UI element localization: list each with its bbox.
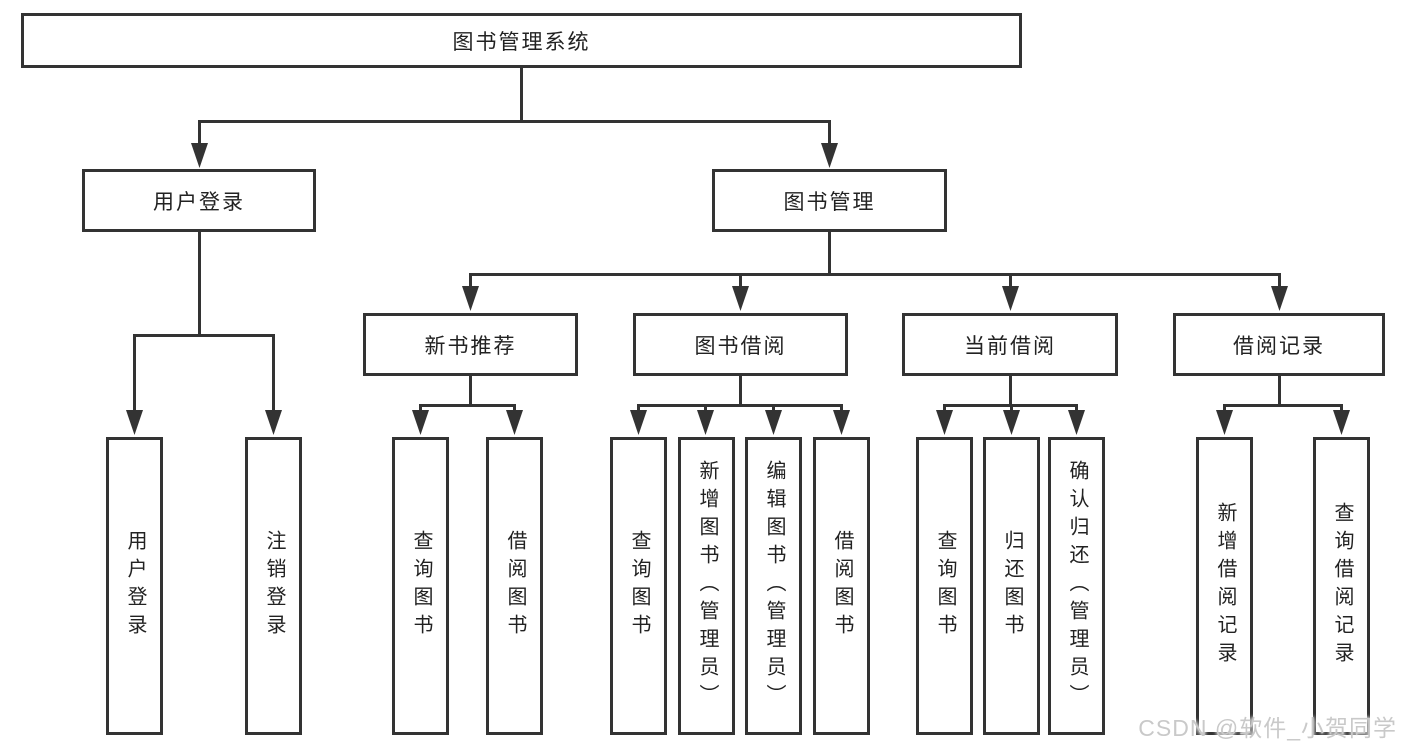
node-borrow-records: 借阅记录 xyxy=(1173,313,1385,376)
connector-root-to-level2 xyxy=(198,68,831,148)
node-root-label: 图书管理系统 xyxy=(452,30,591,54)
leaf-return-books: 归还图书 xyxy=(983,437,1040,735)
arrow-icon xyxy=(1068,410,1085,435)
arrow-icon xyxy=(630,410,647,435)
node-root: 图书管理系统 xyxy=(21,13,1022,68)
arrow-icon xyxy=(732,286,749,311)
arrow-icon xyxy=(462,286,479,311)
arrow-icon xyxy=(697,410,714,435)
arrow-icon xyxy=(1003,410,1020,435)
arrow-icon xyxy=(1216,410,1233,435)
leaf-confirm-return-admin: 确认归还（管理员） xyxy=(1048,437,1105,735)
node-current-borrow-label: 当前借阅 xyxy=(964,334,1056,358)
node-book-borrow-label: 图书借阅 xyxy=(694,334,787,358)
leaf-borrow-books-recommend: 借阅图书 xyxy=(486,437,543,735)
connector-borrow-record-children xyxy=(1223,376,1343,415)
leaf-borrow-books-label: 借阅图书 xyxy=(831,530,853,642)
leaf-add-books-admin-label: 新增图书（管理员） xyxy=(696,460,718,712)
leaf-user-login-label: 用户登录 xyxy=(124,530,146,642)
arrow-icon xyxy=(265,410,282,435)
arrow-icon xyxy=(191,143,208,168)
arrow-icon xyxy=(765,410,782,435)
leaf-add-borrow-record-label: 新增借阅记录 xyxy=(1214,502,1236,670)
leaf-user-login: 用户登录 xyxy=(106,437,163,735)
arrow-icon xyxy=(412,410,429,435)
leaf-add-books-admin: 新增图书（管理员） xyxy=(678,437,735,735)
arrow-icon xyxy=(1333,410,1350,435)
leaf-query-borrow-record: 查询借阅记录 xyxy=(1313,437,1370,735)
leaf-query-books-current-label: 查询图书 xyxy=(934,530,956,642)
leaf-return-books-label: 归还图书 xyxy=(1001,530,1023,642)
node-borrow-records-label: 借阅记录 xyxy=(1233,334,1325,358)
leaf-add-borrow-record: 新增借阅记录 xyxy=(1196,437,1253,735)
node-new-book-recommend: 新书推荐 xyxy=(363,313,578,376)
connector-book-mgmt-children xyxy=(469,232,1281,291)
watermark: CSDN @软件_小贺同学 xyxy=(1138,715,1397,741)
arrow-icon xyxy=(821,143,838,168)
arrow-icon xyxy=(833,410,850,435)
leaf-logout-label: 注销登录 xyxy=(263,530,285,642)
arrow-icon xyxy=(126,410,143,435)
node-user-login: 用户登录 xyxy=(82,169,316,232)
connector-user-login-children xyxy=(133,232,275,415)
leaf-borrow-books-recommend-label: 借阅图书 xyxy=(504,530,526,642)
arrow-icon xyxy=(1271,286,1288,311)
node-book-management-label: 图书管理 xyxy=(783,190,876,214)
connector-new-book-children xyxy=(419,376,516,415)
connector-book-borrow-children xyxy=(637,376,843,415)
leaf-logout: 注销登录 xyxy=(245,437,302,735)
leaf-edit-books-admin: 编辑图书（管理员） xyxy=(745,437,802,735)
leaf-query-books-borrow-label: 查询图书 xyxy=(628,530,650,642)
connector-current-borrow-children xyxy=(943,376,1078,415)
leaf-query-books-current: 查询图书 xyxy=(916,437,973,735)
node-user-login-label: 用户登录 xyxy=(153,190,245,214)
node-book-borrow: 图书借阅 xyxy=(633,313,848,376)
leaf-query-books-recommend-label: 查询图书 xyxy=(410,530,432,642)
leaf-query-books-recommend: 查询图书 xyxy=(392,437,449,735)
arrow-icon xyxy=(936,410,953,435)
leaf-query-books-borrow: 查询图书 xyxy=(610,437,667,735)
node-current-borrow: 当前借阅 xyxy=(902,313,1118,376)
leaf-confirm-return-admin-label: 确认归还（管理员） xyxy=(1066,460,1088,712)
leaf-borrow-books: 借阅图书 xyxy=(813,437,870,735)
arrow-icon xyxy=(506,410,523,435)
leaf-edit-books-admin-label: 编辑图书（管理员） xyxy=(763,460,785,712)
node-new-book-recommend-label: 新书推荐 xyxy=(424,334,517,358)
arrow-icon xyxy=(1002,286,1019,311)
leaf-query-borrow-record-label: 查询借阅记录 xyxy=(1331,502,1353,670)
node-book-management: 图书管理 xyxy=(712,169,947,232)
